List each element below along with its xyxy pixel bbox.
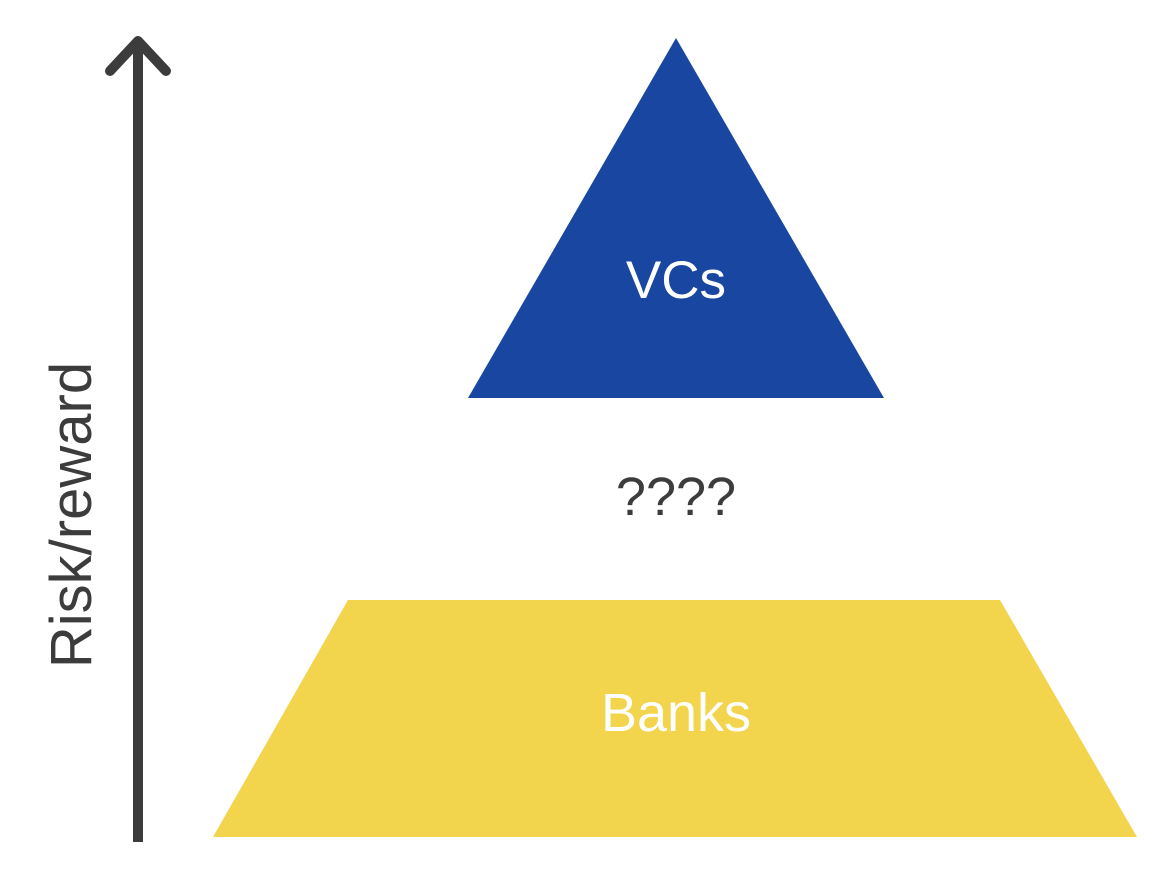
up-arrow-icon (105, 36, 171, 842)
arrow-head (105, 36, 171, 76)
banks-label: Banks (600, 683, 752, 743)
vcs-label: VCs (625, 251, 727, 310)
unknown-tier-label: ???? (615, 467, 737, 527)
vcs-triangle (468, 38, 884, 398)
risk-reward-axis-label: Risk/reward (39, 361, 104, 669)
banks-trapezoid (213, 600, 1137, 837)
